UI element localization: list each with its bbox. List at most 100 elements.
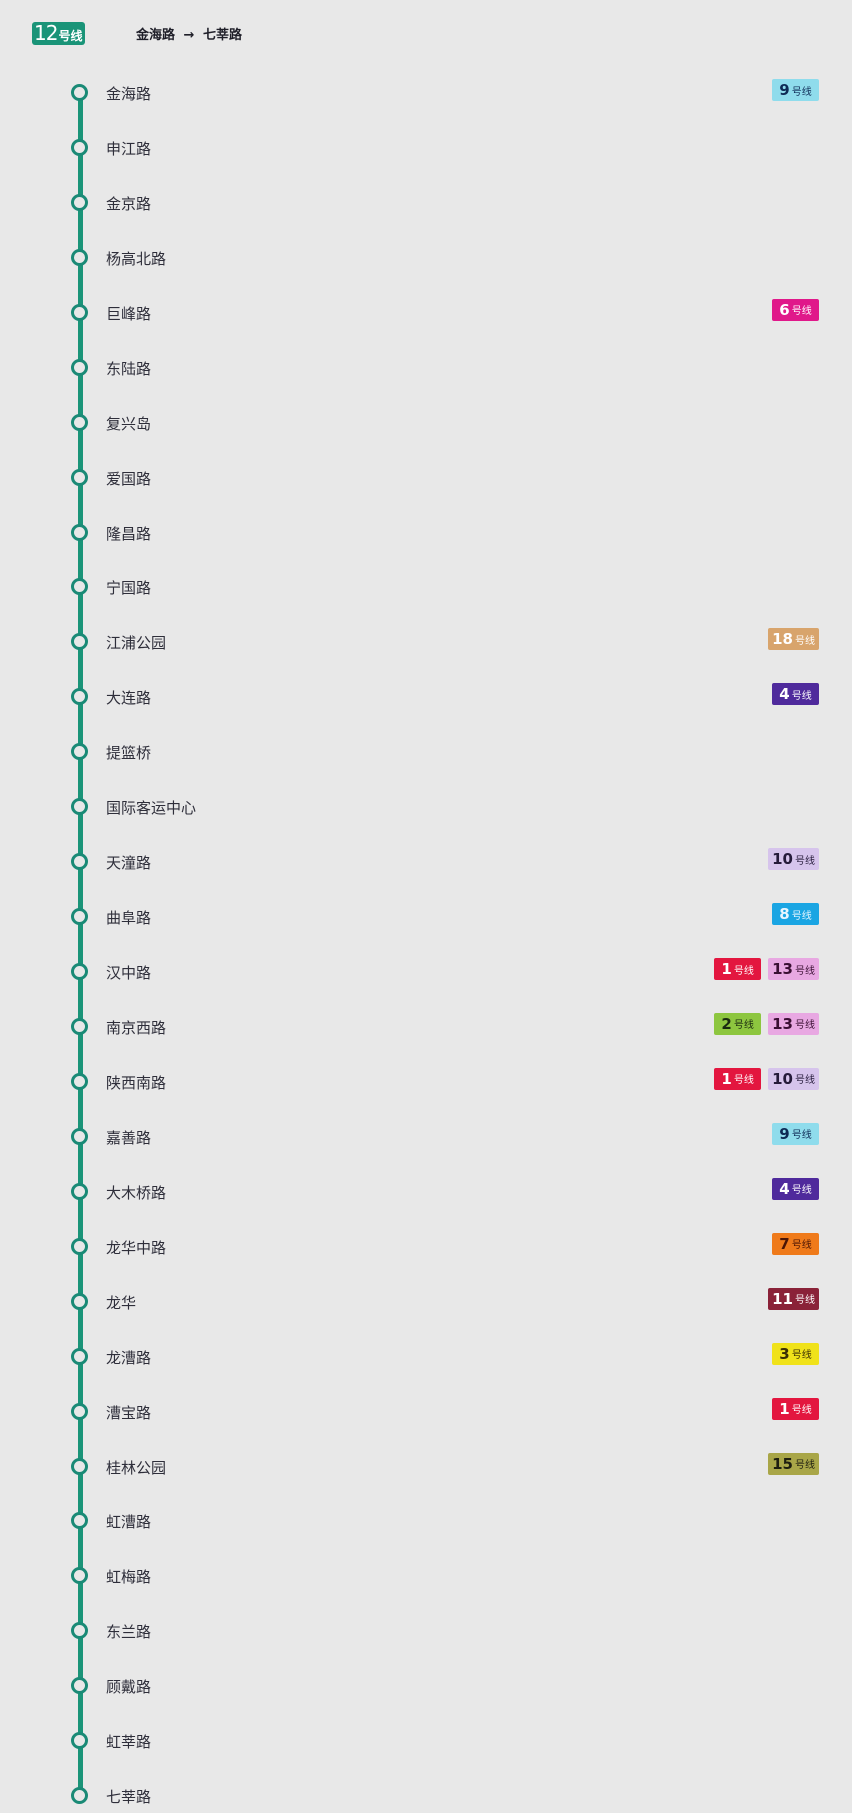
station-row[interactable]: 顾戴路 (0, 1671, 852, 1701)
transfer-line-suffix: 号线 (791, 1185, 812, 1197)
station-row[interactable]: 隆昌路 (0, 518, 852, 548)
arrow-right-icon: → (183, 28, 195, 43)
station-name: 爱国路 (106, 469, 152, 488)
station-row[interactable]: 东兰路 (0, 1616, 852, 1646)
transfer-line-number: 10 (772, 1069, 793, 1088)
transfer-line-number: 8 (779, 905, 790, 924)
station-row[interactable]: 国际客运中心 (0, 792, 852, 822)
station-row[interactable]: 爱国路 (0, 463, 852, 493)
station-dot-icon (71, 1622, 88, 1640)
transfer-line-suffix: 号线 (795, 1020, 815, 1032)
station-name: 东陆路 (106, 359, 152, 378)
transfer-line-number: 2 (721, 1014, 732, 1033)
station-row[interactable]: 复兴岛 (0, 408, 852, 438)
station-row[interactable]: 提篮桥 (0, 737, 852, 767)
station-dot-icon (71, 1677, 88, 1695)
transfer-line-suffix: 号线 (791, 1405, 812, 1417)
transfer-line-suffix: 号线 (791, 1350, 812, 1362)
station-row[interactable]: 虹莘路 (0, 1726, 852, 1756)
transfer-line-suffix: 号线 (795, 1460, 815, 1471)
station-name: 龙华中路 (106, 1238, 167, 1257)
station-row[interactable]: 东陆路 (0, 353, 852, 383)
station-dot-icon (71, 1567, 88, 1585)
transfer-line-suffix: 号线 (791, 1240, 812, 1252)
transfer-line-number: 1 (779, 1399, 790, 1418)
station-row[interactable]: 申江路 (0, 133, 852, 163)
station-name: 陕西南路 (106, 1073, 167, 1092)
station-row[interactable]: 虹漕路 (0, 1506, 852, 1536)
station-row[interactable]: 杨高北路 (0, 243, 852, 273)
transfer-line-number: 7 (779, 1234, 790, 1253)
station-dot-icon (71, 743, 88, 761)
transfer-line-number: 9 (779, 1124, 790, 1143)
station-row[interactable]: 金京路 (0, 188, 852, 218)
line-suffix: 号线 (58, 28, 83, 43)
station-name: 大木桥路 (106, 1183, 167, 1202)
transfer-line-suffix: 号线 (791, 86, 812, 98)
transfer-line-number: 4 (779, 685, 790, 704)
station-dot-icon (71, 1237, 88, 1255)
station-dot-icon (71, 468, 88, 486)
station-dot-icon (71, 578, 88, 596)
transfer-line-suffix: 号线 (791, 690, 812, 702)
transfer-line-suffix: 号线 (795, 635, 815, 647)
transfer-line-suffix: 号线 (791, 306, 812, 318)
station-row[interactable]: 宁国路 (0, 572, 852, 602)
station-name: 虹梅路 (106, 1568, 152, 1587)
station-dot-icon (71, 908, 88, 926)
station-row[interactable]: 七莘路 (0, 1781, 852, 1811)
station-name: 虹漕路 (106, 1513, 152, 1532)
transfer-line-number: 6 (779, 300, 790, 319)
transfer-line-number: 1 (721, 960, 732, 979)
transfer-line-number: 1 (721, 1069, 732, 1088)
line-track (77, 90, 83, 1793)
station-name: 杨高北路 (106, 249, 167, 268)
line-header: 12 号线 (32, 21, 86, 45)
transfer-line-suffix: 号线 (791, 1130, 812, 1142)
station-name: 龙漕路 (106, 1348, 152, 1367)
station-name: 宁国路 (106, 579, 152, 598)
station-name: 漕宝路 (106, 1403, 152, 1422)
station-row[interactable]: 虹梅路 (0, 1561, 852, 1591)
